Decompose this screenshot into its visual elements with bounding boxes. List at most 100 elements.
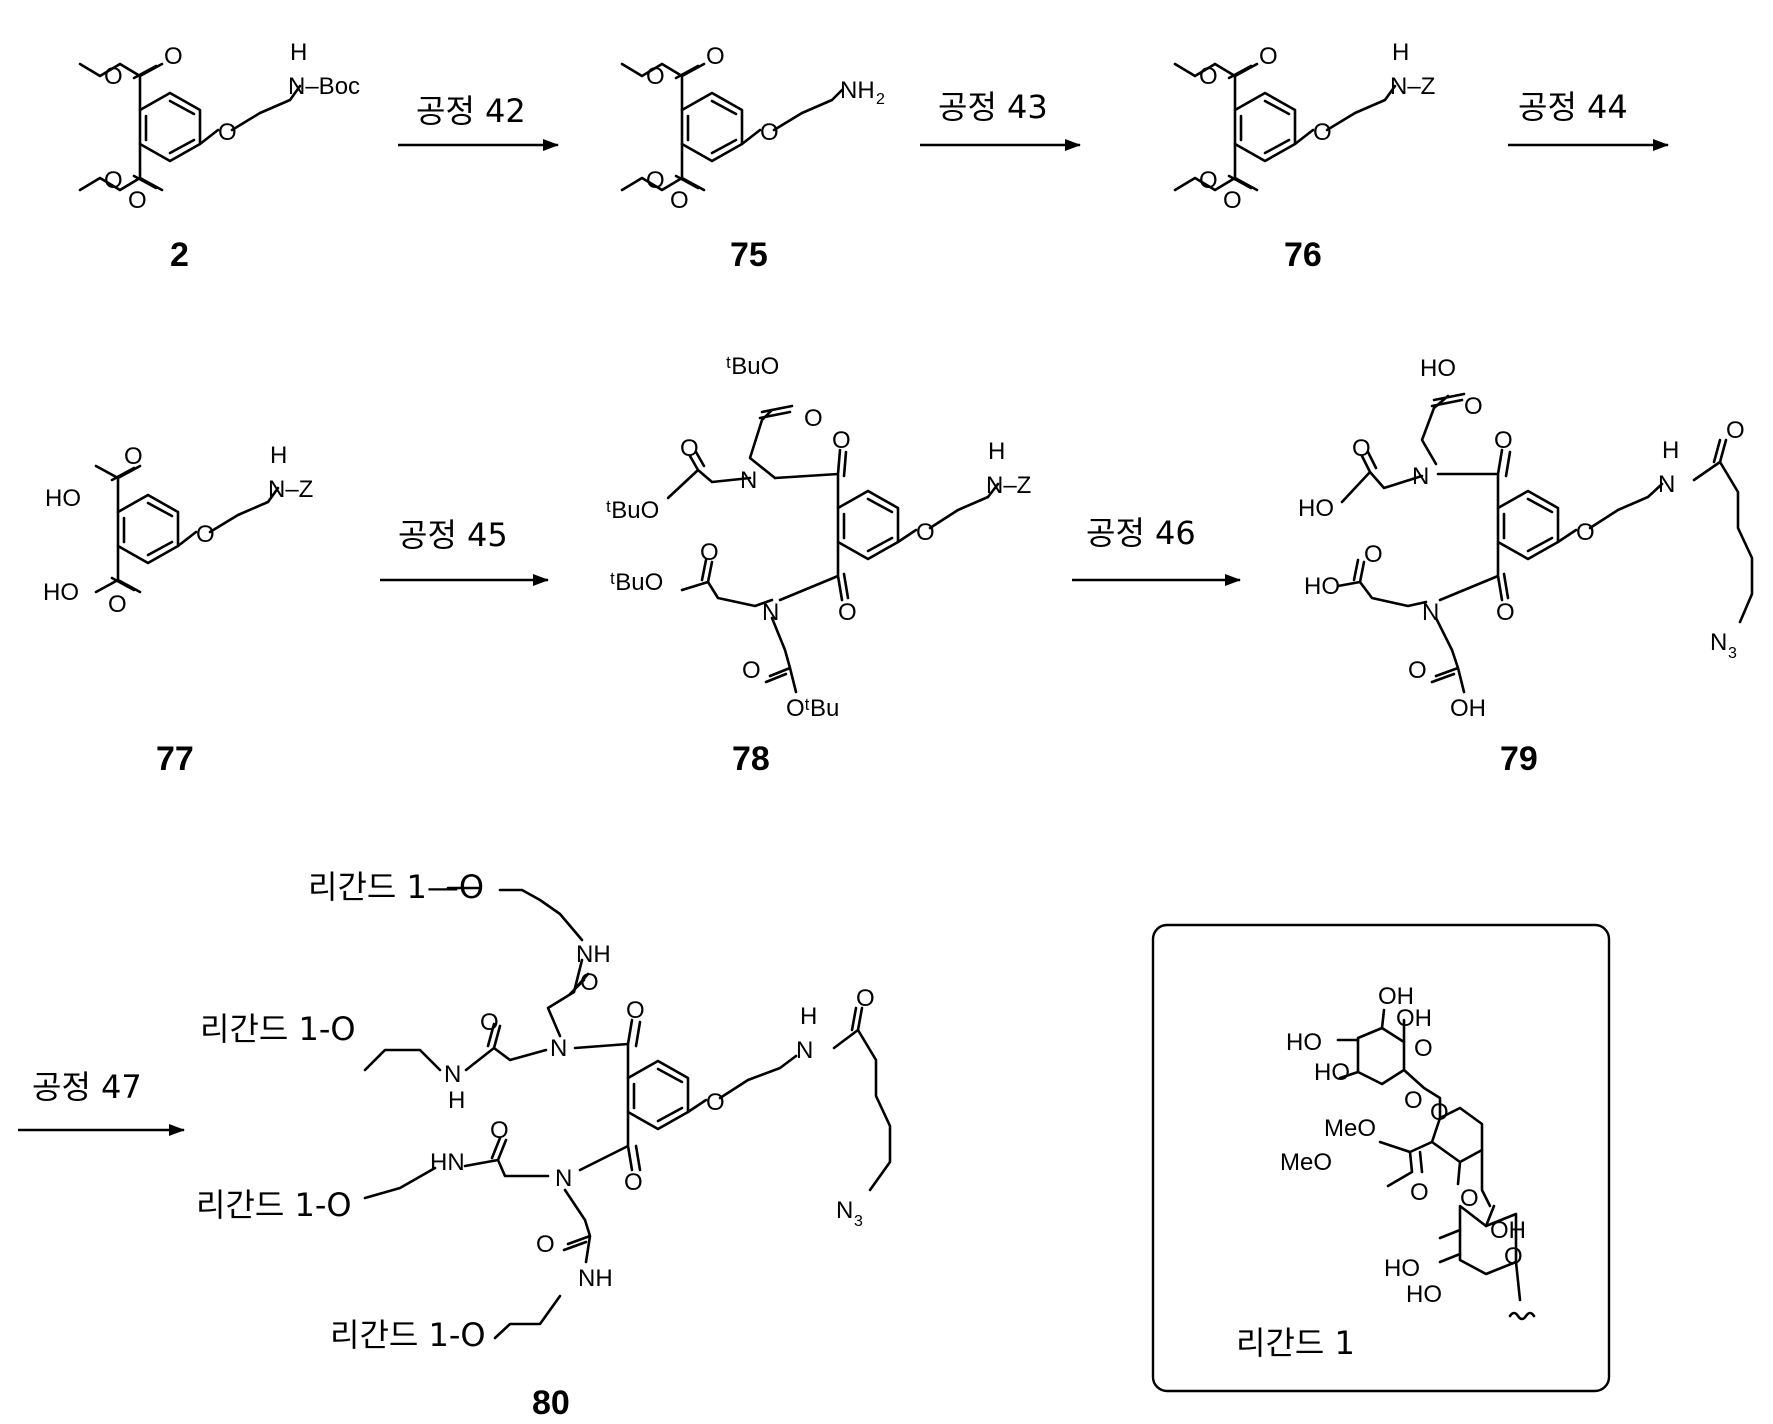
atom-o: O [1199,63,1218,90]
atom-oh: HO [45,485,81,512]
atom-o: O [706,43,725,70]
atom-o: O [1199,167,1218,194]
step-label: 공정 42 [416,92,526,130]
atom-o: O [1404,1087,1423,1114]
atom-h: H [270,442,287,469]
atom-n: N [550,1035,567,1062]
atom-oh: OH [1450,695,1486,722]
compound-number: 2 [170,236,189,274]
atom-o: O [1576,519,1595,546]
compound-numbers: 2 75 76 77 78 79 80 [156,236,1538,1422]
atom-meo: MeO [1324,1115,1376,1142]
atom-h: H [448,1087,465,1114]
atom-o: O [700,539,719,566]
step-label: 공정 43 [938,88,1048,126]
ligand-attachment-label: 리간드 1—O [308,868,484,906]
atom-nh: NH [840,77,875,104]
atom-o: O [1408,657,1427,684]
atom-n: N [1412,463,1429,490]
atom-tbuo: ᵗBuO [726,353,779,380]
atom-o: O [1430,1099,1449,1126]
atom-o: O [856,985,875,1012]
atom-n: N [836,1197,853,1224]
compound-number: 78 [732,740,770,778]
ligand-attachment-label: 리간드 1-O [196,1186,352,1224]
atom-n: N [1658,471,1675,498]
atom-o: O [838,599,857,626]
atom-o: O [536,1231,555,1258]
step-label: 공정 47 [32,1068,142,1106]
atom-n: N [796,1037,813,1064]
atom-o: O [626,997,645,1024]
structure-compound-77: O HO HO O O H N–Z [43,442,313,618]
atom-n: N [740,467,757,494]
atom-o: O [1259,43,1278,70]
atom-hn: HN [430,1149,465,1176]
structure-compound-79: N N O O O O HO O HO O HO O OH H N O N 3 [1298,355,1752,722]
atom-ho: HO [1314,1059,1350,1086]
compound-number: 75 [730,236,768,274]
atom-ho: HO [1406,1281,1442,1308]
atom-o: O [1223,187,1242,214]
atom-o: O [1364,541,1383,568]
atom-o: O [490,1117,509,1144]
atom-o: O [680,435,699,462]
atom-o: O [218,119,237,146]
atom-ho: HO [1298,495,1334,522]
atom-o: O [128,187,147,214]
structure-compound-2: O O O O O H N–Boc [80,39,360,214]
reaction-arrows [18,145,1668,1130]
atom-o: O [646,63,665,90]
atom-tbuo: ᵗBuO [606,497,659,524]
compound-number: 76 [1284,236,1322,274]
atom-ho: HO [1384,1255,1420,1282]
atom-n: N [762,599,779,626]
ligand-attachment-label: 리간드 1-O [330,1316,486,1354]
atom-o: O [760,119,779,146]
step-label: 공정 45 [398,516,508,554]
atom-ho: HO [1420,355,1456,382]
atom-o: O [1496,599,1515,626]
atom-h: H [1662,437,1679,464]
atom-n: N [1422,599,1439,626]
atom-subscript: 3 [854,1213,863,1230]
atom-label: N–Z [268,476,313,503]
atom-o: O [164,43,183,70]
atom-o: O [670,187,689,214]
step-labels: 공정 42 공정 43 공정 44 공정 45 공정 46 공정 47 [32,88,1628,1106]
atom-o: O [1494,427,1513,454]
atom-o: O [916,519,935,546]
atom-h: H [988,438,1005,465]
atom-o: O [1352,435,1371,462]
atom-subscript: 2 [876,91,885,108]
atom-o: O [1414,1035,1433,1062]
atom-label: N–Boc [288,73,360,100]
ligand-1-box: OH OH HO HO O O O MeO MeO O O OH HO HO O… [1153,925,1609,1391]
compound-number: 79 [1500,740,1538,778]
structure-compound-75: O O O O O NH 2 [622,43,885,214]
atom-oh: OH [1396,1005,1432,1032]
structure-compound-80: N N O O O NH O O N H O HN O NH H N O N 3… [196,868,890,1354]
atom-o: O [196,521,215,548]
ligand-attachment-label: 리간드 1-O [200,1010,356,1048]
atom-o: O [580,969,599,996]
atom-label: N–Z [1390,73,1435,100]
atom-n: N [1710,629,1727,656]
atom-o: O [624,1169,643,1196]
atom-otbu: OᵗBu [786,695,839,722]
atom-o: O [832,427,851,454]
atom-o: O [124,443,143,470]
atom-h: H [800,1003,817,1030]
atom-h: H [290,39,307,66]
compound-number: 77 [156,740,194,778]
atom-o: O [706,1089,725,1116]
atom-nh: NH [578,1265,613,1292]
atom-n: N [444,1061,461,1088]
atom-o: O [804,405,823,432]
compound-number: 80 [532,1384,570,1422]
atom-o: O [480,1009,499,1036]
atom-h: H [1392,39,1409,66]
atom-label: N–Z [986,472,1031,499]
atom-subscript: 3 [1728,645,1737,662]
